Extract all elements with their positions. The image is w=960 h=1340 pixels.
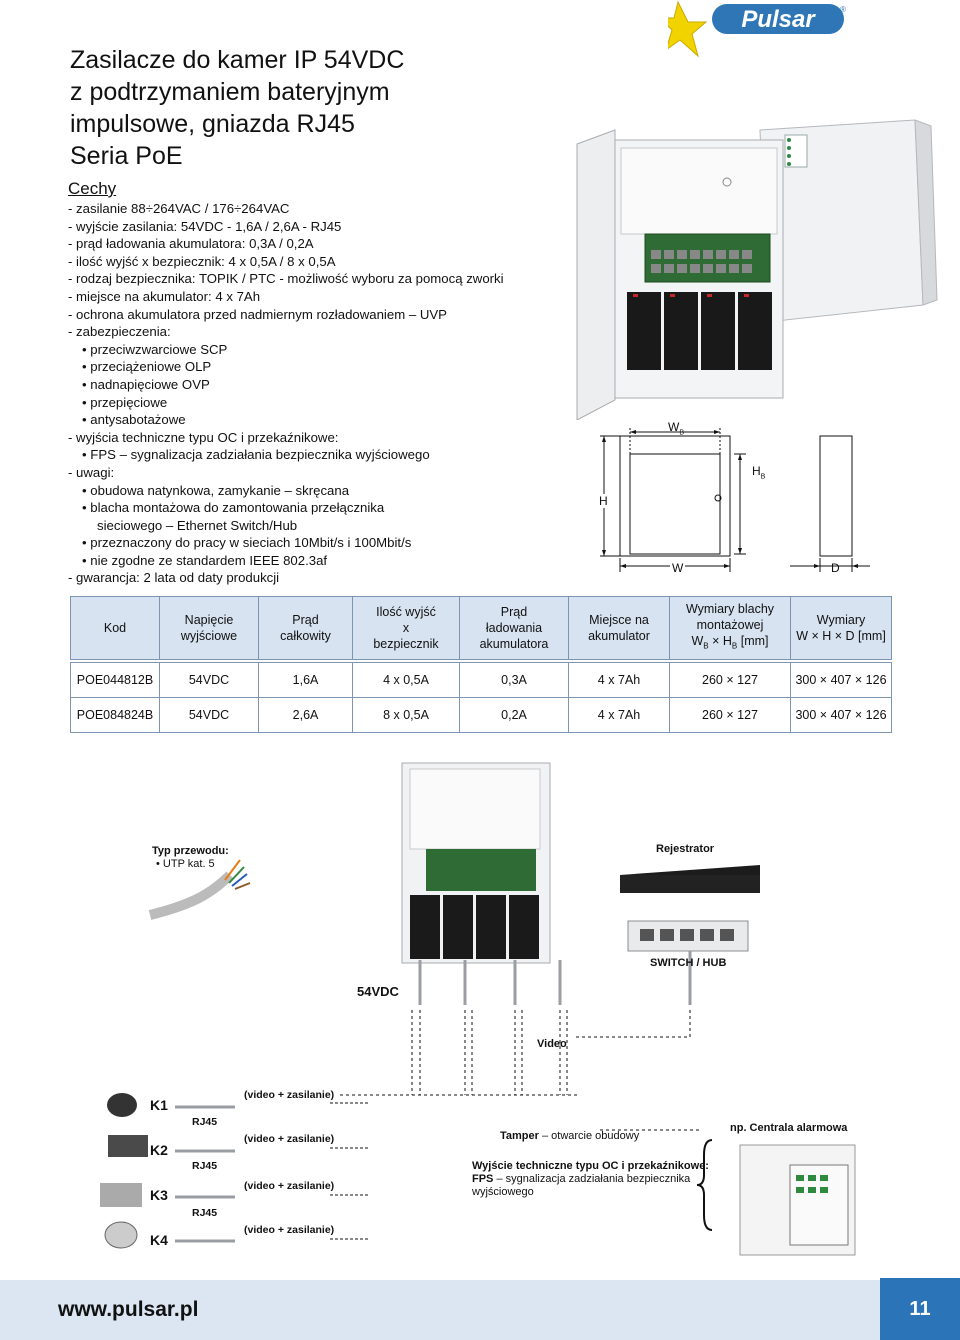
table-header: Kod — [70, 596, 160, 660]
table-cell: 4 x 0,5A — [352, 662, 460, 698]
video-label: Video — [537, 1038, 567, 1050]
dimension-drawing: WB HB H W D — [590, 418, 960, 583]
table-cell: 1,6A — [258, 662, 353, 698]
table-row: POE084824B 54VDC 2,6A 8 x 0,5A 0,2A 4 x … — [70, 697, 892, 733]
switch-label: SWITCH / HUB — [650, 957, 727, 969]
feature-item: - wyjścia techniczne typu OC i przekaźni… — [68, 429, 339, 445]
rj45-label: RJ45 — [192, 1160, 218, 1172]
features-heading: Cechy — [68, 179, 117, 198]
feature-item: - zabezpieczenia: — [68, 324, 171, 340]
tamper-label: Tamper – otwarcie obudowy — [500, 1130, 640, 1142]
dim-hb-label: HB — [752, 464, 766, 481]
video-power-label: (video + zasilanie) — [244, 1224, 335, 1236]
psu-output-label: 54VDC — [357, 984, 399, 999]
feature-subitem: • przeciwzwarciowe SCP — [82, 341, 228, 357]
feature-subitem: • przeciążeniowe OLP — [82, 359, 212, 375]
feature-item: - ilość wyjść x bezpiecznik: 4 x 0,5A / … — [68, 253, 336, 269]
feature-item: - miejsce na akumulator: 4 x 7Ah — [68, 288, 261, 304]
feature-subitem: • nadnapięciowe OVP — [82, 376, 210, 392]
feature-subitem: • nie zgodne ze standardem IEEE 802.3af — [82, 552, 328, 568]
table-cell: 0,2A — [459, 697, 569, 733]
fps-label-cont: wyjściowego — [472, 1186, 534, 1198]
features-list: Cechy - zasilanie 88÷264VAC / 176÷264VAC… — [68, 178, 504, 587]
feature-item: - uwagi: — [68, 464, 115, 480]
feature-subitem-cont: sieciowego – Ethernet Switch/Hub — [97, 517, 298, 533]
camera-k1-label: K1 — [150, 1097, 168, 1113]
table-row: POE044812B 54VDC 1,6A 4 x 0,5A 0,3A 4 x … — [70, 662, 892, 698]
rj45-label: RJ45 — [192, 1207, 218, 1219]
title-line: impulsowe, gniazda RJ45 — [70, 110, 355, 138]
feature-item: - prąd ładowania akumulatora: 0,3A / 0,2… — [68, 236, 314, 252]
tech-output-label: Wyjście techniczne typu OC i przekaźniko… — [472, 1160, 709, 1172]
table-cell: 4 x 7Ah — [568, 662, 670, 698]
dim-h-label: H — [599, 494, 608, 508]
feature-subitem: • blacha montażowa do zamontowania przeł… — [82, 500, 385, 516]
dim-d-label: D — [831, 561, 840, 575]
dim-w-label: W — [670, 561, 686, 575]
feature-item: - rodzaj bezpiecznika: TOPIK / PTC - moż… — [68, 271, 504, 287]
product-photo — [575, 100, 960, 421]
alarm-panel-label: np. Centrala alarmowa — [730, 1122, 848, 1134]
camera-k4-label: K4 — [150, 1232, 168, 1248]
page-title: Zasilacze do kamer IP 54VDC z podtrzyman… — [70, 44, 404, 172]
fps-label: FPS – sygnalizacja zadziałania bezpieczn… — [472, 1173, 691, 1185]
feature-item: - wyjście zasilania: 54VDC - 1,6A / 2,6A… — [68, 218, 342, 234]
camera-k3-label: K3 — [150, 1187, 168, 1203]
title-line: Zasilacze do kamer IP 54VDC — [70, 46, 405, 74]
logo-text: Pulsar — [741, 6, 816, 33]
table-cell: POE044812B — [70, 662, 160, 698]
cable-type: • UTP kat. 5 — [156, 858, 215, 870]
table-cell: 300 × 407 × 126 — [790, 697, 892, 733]
pulsar-logo: Pulsar ® — [658, 0, 848, 60]
feature-subitem: • przepięciowe — [82, 394, 168, 410]
video-power-label: (video + zasilanie) — [244, 1133, 335, 1145]
feature-item: - zasilanie 88÷264VAC / 176÷264VAC — [68, 201, 290, 216]
camera-k2-label: K2 — [150, 1142, 168, 1158]
table-cell: 0,3A — [459, 662, 569, 698]
dim-wb-label: WB — [668, 420, 684, 437]
feature-subitem: • przeznaczony do pracy w sieciach 10Mbi… — [82, 535, 412, 551]
feature-item: - gwarancja: 2 lata od daty produkcji — [68, 570, 280, 586]
recorder-label: Rejestrator — [656, 843, 715, 855]
table-cell: 300 × 407 × 126 — [790, 662, 892, 698]
connection-diagram: Typ przewodu: • UTP kat. 5 Rejestrator S… — [0, 755, 960, 1275]
table-cell: 54VDC — [159, 662, 259, 698]
video-power-label: (video + zasilanie) — [244, 1089, 335, 1101]
cable-type-title: Typ przewodu: — [152, 845, 229, 857]
feature-subitem: • obudowa natynkowa, zamykanie – skręcan… — [82, 482, 350, 498]
website-link[interactable]: www.pulsar.pl — [58, 1298, 199, 1321]
title-line: z podtrzymaniem bateryjnym — [70, 78, 390, 106]
table-cell: 8 x 0,5A — [352, 697, 460, 733]
table-cell: 260 × 127 — [669, 662, 791, 698]
table-cell: 4 x 7Ah — [568, 697, 670, 733]
table-cell: 260 × 127 — [669, 697, 791, 733]
table-cell: 2,6A — [258, 697, 353, 733]
title-line: Seria PoE — [70, 142, 183, 170]
feature-subitem: • antysabotażowe — [82, 412, 186, 428]
table-cell: POE084824B — [70, 697, 160, 733]
page-number: 11 — [880, 1278, 960, 1340]
rj45-label: RJ45 — [192, 1116, 218, 1128]
table-cell: 54VDC — [159, 697, 259, 733]
feature-item: - ochrona akumulatora przed nadmiernym r… — [68, 306, 447, 322]
feature-subitem: • FPS – sygnalizacja zadziałania bezpiec… — [82, 447, 430, 463]
video-power-label: (video + zasilanie) — [244, 1180, 335, 1192]
svg-text:®: ® — [840, 5, 846, 14]
footer-bar — [0, 1280, 960, 1340]
